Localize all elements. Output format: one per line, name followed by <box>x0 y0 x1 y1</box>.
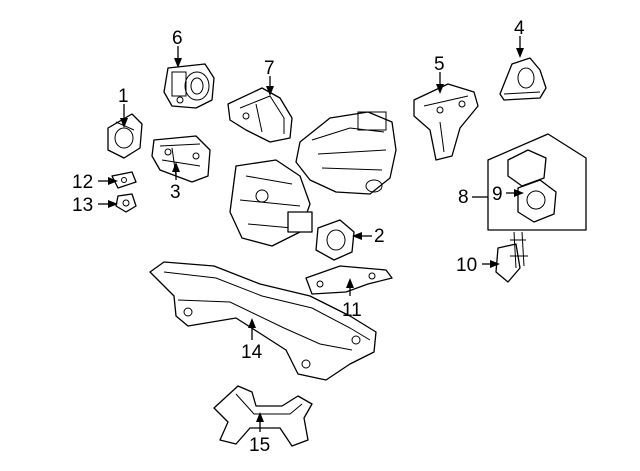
callout-5: 5 <box>434 54 445 75</box>
callout-labels: 1 2 3 4 5 6 7 8 9 10 11 12 13 14 15 <box>72 18 525 456</box>
callout-12: 12 <box>72 172 93 193</box>
part-1-mount[interactable] <box>107 113 143 159</box>
callout-10: 10 <box>456 255 477 276</box>
callout-11: 11 <box>342 300 362 321</box>
part-15-crossmember[interactable] <box>213 385 313 447</box>
callout-9: 9 <box>492 184 503 205</box>
callout-4: 4 <box>514 18 525 39</box>
callout-3: 3 <box>170 182 181 203</box>
leader-lines <box>98 36 524 432</box>
engine-assembly-illustration <box>229 111 397 247</box>
part-5-bracket[interactable] <box>413 83 479 161</box>
part-11-bracket[interactable] <box>305 265 393 295</box>
callout-15: 15 <box>249 435 270 456</box>
part-2-mount[interactable] <box>315 219 355 261</box>
part-3-bracket[interactable] <box>151 135 211 183</box>
callout-1: 1 <box>118 86 129 107</box>
part-6-mount[interactable] <box>163 63 215 109</box>
part-9-mount[interactable] <box>507 149 557 223</box>
callout-7: 7 <box>264 58 275 79</box>
part-12-clip[interactable] <box>111 171 137 189</box>
part-7-bracket[interactable] <box>227 87 293 143</box>
callout-2: 2 <box>374 226 385 247</box>
callout-14: 14 <box>241 342 263 363</box>
part-4-mount[interactable] <box>499 57 547 101</box>
part-13-clip[interactable] <box>115 193 137 213</box>
callout-6: 6 <box>172 28 183 49</box>
part-8-group-box[interactable] <box>487 133 587 231</box>
part-14-subframe[interactable] <box>149 261 377 381</box>
part-10-bracket[interactable] <box>495 231 528 283</box>
callout-13: 13 <box>72 195 93 216</box>
callout-8: 8 <box>458 187 469 208</box>
